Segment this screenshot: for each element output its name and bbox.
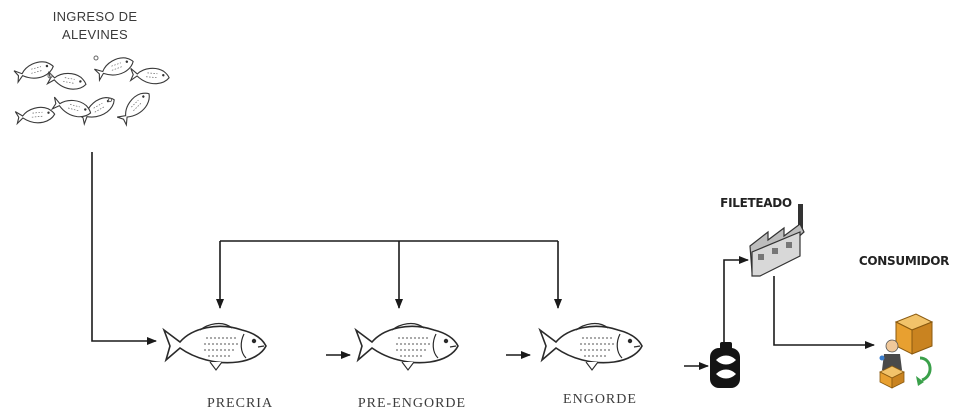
precria-label: PRECRIA xyxy=(190,396,290,412)
fileteado-label: FILETEADO xyxy=(716,196,796,210)
consumer-icon xyxy=(880,314,933,388)
factory-icon xyxy=(750,204,804,276)
arrow-fileteado-to-consumidor xyxy=(774,276,874,345)
arrow-ingreso-to-precria xyxy=(92,152,156,341)
arrow-barrel-to-fileteado xyxy=(724,260,748,344)
barrel-icon xyxy=(710,342,740,388)
fish-group-icon xyxy=(13,54,169,126)
fish-icon xyxy=(164,324,266,370)
ingreso-label: INGRESO DE ALEVINES xyxy=(30,8,160,44)
consumidor-label: CONSUMIDOR xyxy=(854,254,954,268)
fish-icon xyxy=(540,324,642,370)
engorde-label: ENGORDE xyxy=(550,392,650,408)
ingreso-label-line2: ALEVINES xyxy=(30,26,160,44)
ingreso-label-line1: INGRESO DE xyxy=(30,8,160,26)
pre-engorde-label: PRE-ENGORDE xyxy=(342,396,482,412)
fish-icon xyxy=(356,324,458,370)
